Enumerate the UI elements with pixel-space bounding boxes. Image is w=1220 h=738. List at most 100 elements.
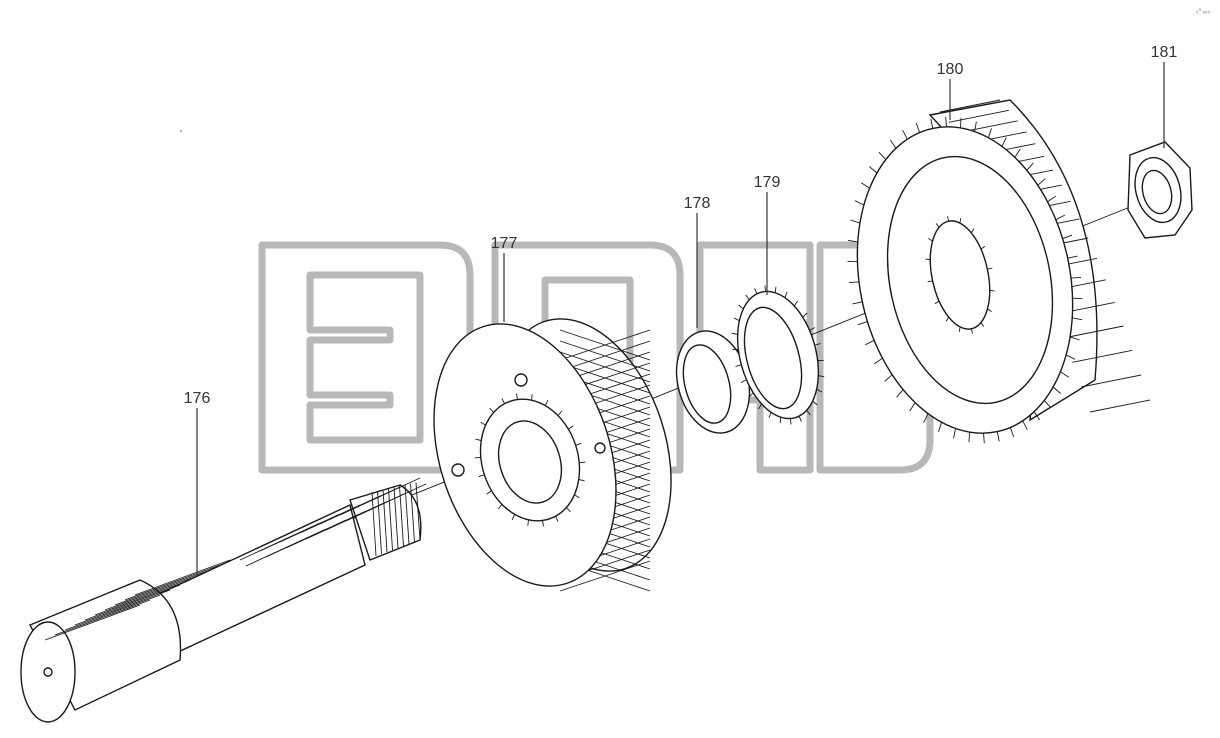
gear-tooth bbox=[1047, 195, 1057, 203]
part-181-nut bbox=[1127, 141, 1193, 239]
part-176-shaft bbox=[20, 477, 427, 723]
gear-tooth bbox=[1009, 427, 1015, 438]
synchro-hub-splines bbox=[474, 393, 586, 527]
ring-tooth bbox=[814, 343, 821, 346]
callout-177: 177 bbox=[491, 235, 518, 322]
knurl-line bbox=[559, 560, 651, 592]
speck bbox=[180, 130, 182, 132]
label-181: 181 bbox=[1151, 44, 1178, 61]
spline-line bbox=[134, 559, 231, 596]
gear-tooth bbox=[1026, 162, 1034, 171]
ring-tooth bbox=[733, 317, 740, 322]
gear-tooth bbox=[1043, 400, 1052, 409]
gear-tooth bbox=[1033, 411, 1041, 421]
gear-tooth bbox=[930, 118, 934, 129]
gear-tooth bbox=[860, 182, 870, 189]
gear-tooth bbox=[1072, 297, 1083, 300]
shaft-groove-lines bbox=[239, 477, 427, 567]
groove-line bbox=[345, 483, 427, 522]
callout-180: 180 bbox=[937, 61, 964, 120]
rim-tooth-line bbox=[1063, 325, 1124, 339]
gear-tooth bbox=[884, 374, 893, 382]
hub-spline bbox=[555, 516, 559, 522]
gear-tooth bbox=[847, 260, 858, 263]
bore-spline bbox=[959, 218, 962, 224]
spline-line bbox=[54, 599, 151, 636]
hub-spline bbox=[527, 519, 529, 526]
hub-spline bbox=[475, 438, 482, 442]
thread-line bbox=[388, 488, 393, 551]
groove-line bbox=[339, 477, 421, 516]
rim-tooth-line bbox=[948, 109, 1009, 123]
knurl-line bbox=[559, 340, 651, 372]
ring-tooth bbox=[779, 417, 782, 424]
gear-tooth bbox=[1065, 354, 1076, 360]
bore-spline bbox=[989, 289, 995, 292]
gear-tooth bbox=[1072, 317, 1083, 321]
spline-line bbox=[114, 569, 211, 606]
spline-line bbox=[44, 604, 141, 641]
thread-line bbox=[410, 483, 415, 543]
part-179-toothed-ring bbox=[731, 285, 825, 425]
gear-tooth bbox=[1069, 336, 1080, 341]
callout-178: 178 bbox=[684, 195, 711, 328]
hub-spline bbox=[501, 398, 505, 404]
bore-spline bbox=[935, 223, 940, 228]
gear-tooth bbox=[938, 422, 943, 432]
ring-tooth bbox=[754, 288, 758, 295]
ring-tooth bbox=[748, 392, 754, 398]
gear-tooth bbox=[960, 117, 962, 128]
part-180-gear bbox=[847, 99, 1151, 444]
label-178: 178 bbox=[684, 195, 711, 212]
ring-tooth bbox=[764, 285, 767, 292]
bore-spline bbox=[980, 322, 985, 327]
hub-spline bbox=[544, 400, 549, 406]
gear-tooth bbox=[847, 239, 858, 243]
gear-hub-edge bbox=[886, 155, 1054, 405]
bore-spline bbox=[970, 228, 975, 234]
hub-spline bbox=[542, 520, 544, 527]
gear-tooth bbox=[1067, 255, 1078, 259]
gear-tooth bbox=[852, 301, 863, 305]
hub-spline bbox=[531, 394, 533, 401]
ring-tooth bbox=[812, 400, 818, 406]
ring-tooth bbox=[731, 332, 738, 335]
gear-tooth bbox=[1055, 214, 1066, 221]
hub-spline bbox=[516, 393, 518, 400]
nut-hex bbox=[1127, 141, 1193, 239]
gear-tooth bbox=[996, 431, 1000, 442]
gear-tooth bbox=[902, 130, 908, 140]
spline-line bbox=[104, 574, 201, 611]
part-177-synchronizer bbox=[433, 318, 672, 592]
callout-179: 179 bbox=[754, 174, 780, 295]
hub-spline bbox=[578, 478, 585, 482]
gear-tooth bbox=[1022, 420, 1028, 430]
thread-line bbox=[371, 491, 377, 557]
watermark-letter-2 bbox=[491, 241, 684, 474]
gear-face-teeth bbox=[847, 116, 1083, 444]
gear-tooth bbox=[1037, 178, 1046, 186]
spline-line bbox=[64, 594, 161, 631]
bore-spline bbox=[980, 245, 986, 250]
rim-tooth-line bbox=[1072, 349, 1133, 363]
synchro-inner-gear bbox=[479, 398, 581, 522]
gear-tooth bbox=[1060, 371, 1070, 378]
label-177: 177 bbox=[491, 235, 518, 252]
shaft-center-hole bbox=[43, 667, 53, 677]
ring-tooth bbox=[745, 294, 750, 301]
ring-tooth bbox=[740, 379, 747, 383]
gear-tooth bbox=[968, 432, 970, 443]
bore-spline bbox=[945, 316, 950, 322]
bore-spline bbox=[987, 308, 992, 312]
label-180: 180 bbox=[937, 61, 964, 78]
bore-spline bbox=[934, 300, 940, 305]
label-176: 176 bbox=[184, 390, 211, 407]
gear-tooth bbox=[889, 139, 897, 149]
hub-spline bbox=[497, 504, 503, 510]
gear-tooth bbox=[878, 151, 887, 160]
spline-line bbox=[74, 589, 171, 626]
thread-line bbox=[377, 490, 382, 555]
ring-tooth bbox=[806, 409, 811, 416]
toothed-ring-teeth bbox=[731, 285, 825, 425]
